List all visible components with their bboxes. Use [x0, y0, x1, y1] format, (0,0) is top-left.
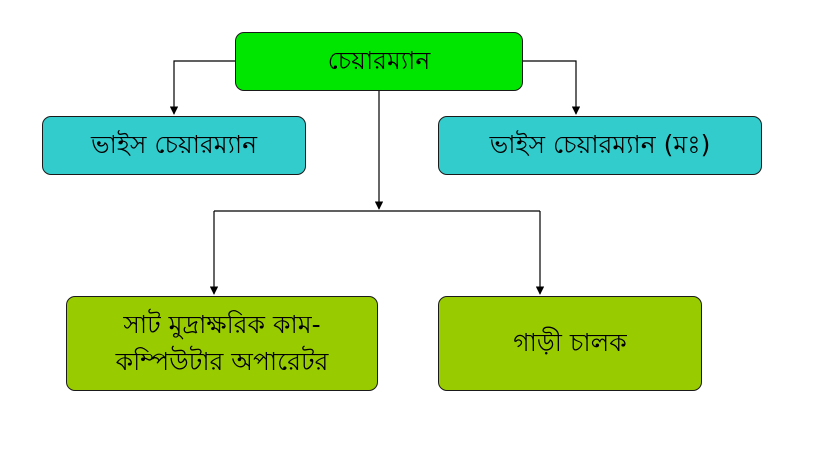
node-typist-label-line1: সাট মুদ্রাক্ষরিক কাম-	[123, 310, 321, 340]
node-typist-computer-operator: সাট মুদ্রাক্ষরিক কাম- কম্পিউটার অপারেটর	[66, 296, 378, 391]
connector-chairman-to-vice-chairman	[169, 60, 235, 115]
node-chairman-label: চেয়ারম্যান	[327, 46, 431, 76]
connector-chairman-to-vice-chairman-f	[523, 60, 581, 115]
node-vice-chairman-label: ভাইস চেয়ারম্যান	[90, 130, 257, 160]
node-driver: গাড়ী চালক	[438, 296, 702, 391]
node-vice-chairman-female: ভাইস চেয়ারম্যান (মঃ)	[438, 116, 762, 175]
node-driver-label: গাড়ী চালক	[513, 328, 627, 358]
node-vice-chairman: ভাইস চেয়ারম্যান	[42, 116, 306, 175]
node-typist-label-line2: কম্পিউটার অপারেটর	[115, 346, 329, 376]
node-vice-chairman-female-label: ভাইস চেয়ারম্যান (মঃ)	[489, 130, 711, 160]
node-chairman: চেয়ারম্যান	[235, 32, 523, 91]
